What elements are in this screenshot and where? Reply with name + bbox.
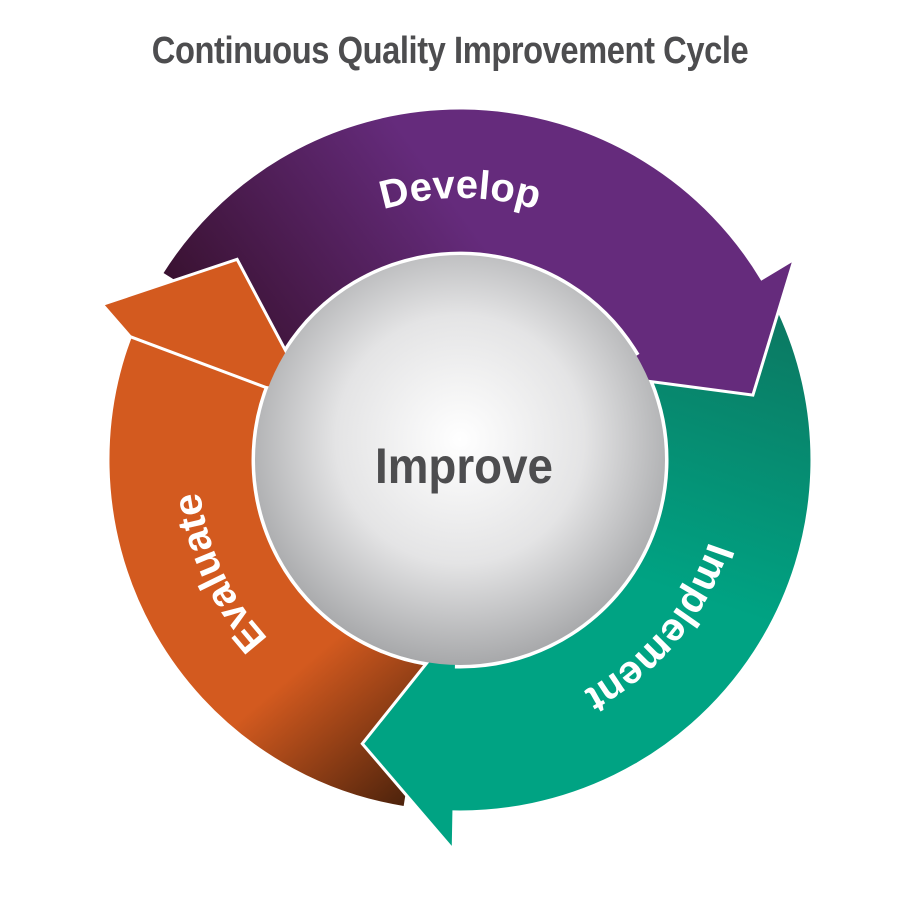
diagram-title: Continuous Quality Improvement Cycle xyxy=(151,30,749,72)
develop-arrow xyxy=(159,106,797,397)
evaluate-arrowhead xyxy=(99,257,312,397)
implement-arrow xyxy=(360,309,814,854)
center-label: Improve xyxy=(375,438,553,494)
evaluate-arrow xyxy=(98,257,430,810)
center-circle xyxy=(255,255,665,665)
